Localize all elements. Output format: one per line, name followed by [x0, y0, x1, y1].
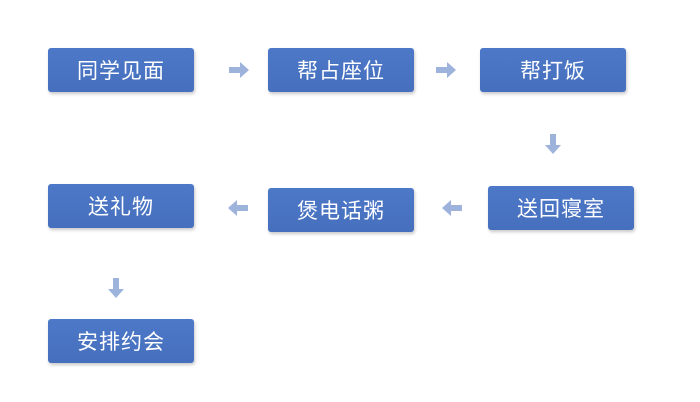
arrow-down-icon: [104, 276, 128, 300]
arrow-down-icon: [541, 132, 565, 156]
arrow-right-icon: [434, 58, 458, 82]
arrow-left-icon: [226, 196, 250, 220]
arrow-left-icon: [440, 196, 464, 220]
arrow-right-icon: [227, 58, 251, 82]
flow-node-long-phone-call: 煲电话粥: [268, 188, 414, 232]
flow-node-save-seat: 帮占座位: [268, 48, 414, 92]
flow-node-give-gift: 送礼物: [48, 184, 194, 228]
flow-node-get-meal: 帮打饭: [480, 48, 626, 92]
flow-node-arrange-date: 安排约会: [48, 319, 194, 363]
flow-node-classmates-meet: 同学见面: [48, 48, 194, 92]
flow-node-walk-to-dorm: 送回寝室: [488, 186, 634, 230]
